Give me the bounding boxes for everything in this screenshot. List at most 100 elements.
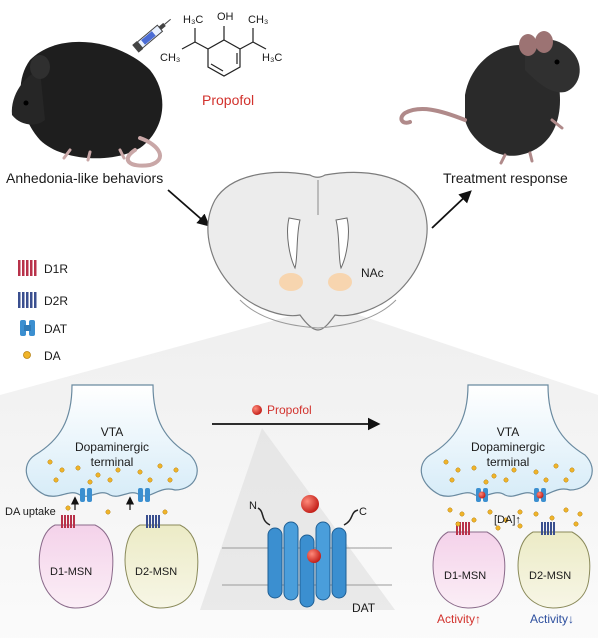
dopamine-dot (47, 459, 53, 465)
treatment-response-label: Treatment response (443, 170, 568, 186)
dat-transporter-icon (20, 320, 35, 336)
chem-h3c-a-label: CH₃ (160, 52, 181, 64)
left-terminal-line1: VTA (100, 425, 124, 439)
dopamine-dot (162, 509, 168, 515)
depressed-mouse (11, 41, 163, 168)
right-d2-msn-label: D2-MSN (529, 570, 572, 582)
d1-activity-up-icon: ↑ (475, 612, 482, 626)
dopamine-dot (115, 467, 121, 473)
dopamine-dot (563, 477, 569, 483)
left-dat-2 (138, 488, 150, 502)
arrow-to-brain (167, 189, 210, 227)
dopamine-dot (59, 467, 65, 473)
right-terminal-label: VTA Dopaminergic terminal (458, 425, 558, 470)
d1-activity-label: Activity↑ (437, 612, 481, 626)
d2-activity-down-icon: ↓ (568, 612, 575, 626)
dopamine-dot (549, 515, 555, 521)
nac-label: NAc (361, 266, 384, 280)
right-dat-1 (476, 488, 488, 502)
dopamine-dot (65, 505, 71, 511)
right-synapse (420, 384, 593, 609)
left-terminal-line3: terminal (90, 455, 134, 469)
left-dat-1 (80, 488, 92, 502)
chem-oh-label: OH (217, 11, 234, 23)
propofol-structure (181, 26, 267, 77)
dopamine-dot (491, 473, 497, 479)
dopamine-dot (543, 477, 549, 483)
chem-ch3-b-label: CH₃ (248, 14, 269, 26)
da-conc-up-arrow: ↑ (515, 514, 521, 526)
dopamine-dot-icon (23, 351, 31, 359)
left-d2-msn (124, 524, 199, 609)
dopamine-dot (449, 477, 455, 483)
brain-coronal-section (207, 171, 428, 331)
d2-activity-text: Activity (530, 612, 569, 626)
da-uptake-label: DA uptake (5, 506, 56, 518)
legend-d1r-label: D1R (44, 262, 69, 276)
dopamine-dot (517, 509, 523, 515)
left-d1-msn (38, 524, 114, 609)
dopamine-dot (569, 467, 575, 473)
left-synapse (25, 384, 199, 609)
nac-right (328, 273, 352, 291)
dopamine-dot (147, 477, 153, 483)
dat-n-terminal: N (249, 500, 257, 512)
chem-ch3-a-label: H₃C (183, 14, 204, 26)
propofol-arrow-label: Propofol (267, 403, 312, 417)
healthy-mouse (399, 31, 580, 165)
dopamine-dot (87, 479, 93, 485)
left-vta-terminal (25, 384, 198, 497)
dopamine-dot (471, 517, 477, 523)
dopamine-dot (483, 479, 489, 485)
dopamine-dot (503, 477, 509, 483)
dopamine-dot (517, 523, 523, 529)
dopamine-dot (533, 469, 539, 475)
dopamine-dot (553, 463, 559, 469)
legend-d2r-label: D2R (44, 294, 69, 308)
dopamine-dot (503, 517, 509, 523)
propofol-legend-ball (252, 405, 262, 415)
dopamine-dot (577, 511, 583, 517)
da-conc-text: [DA] (494, 514, 516, 526)
dopamine-dot (173, 467, 179, 473)
right-dat-2 (534, 488, 546, 502)
dopamine-dot (459, 511, 465, 517)
dopamine-dot (53, 477, 59, 483)
right-d2-msn (517, 531, 591, 609)
d2r-receptor-icon (18, 292, 37, 308)
left-d1-receptor (61, 515, 75, 528)
dopamine-dot (455, 521, 461, 527)
chem-h3c-b-label: H₃C (262, 52, 283, 64)
dat-c-terminal: C (359, 506, 367, 518)
d1r-receptor-icon (18, 260, 37, 276)
dopamine-dot (455, 467, 461, 473)
arrow-to-response (431, 190, 472, 229)
left-d2-msn-label: D2-MSN (135, 566, 178, 578)
legend-da-label: DA (44, 349, 61, 363)
d2-activity-label: Activity↓ (530, 612, 574, 626)
dopamine-dot (107, 477, 113, 483)
propofol-title: Propofol (202, 92, 255, 108)
da-concentration-label: [DA]↑ (494, 514, 521, 526)
dopamine-dot (105, 509, 111, 515)
dopamine-dots (47, 459, 583, 531)
d1-activity-text: Activity (437, 612, 476, 626)
left-d2-receptor (146, 515, 160, 528)
dopamine-dot (443, 459, 449, 465)
dopamine-dot (471, 465, 477, 471)
dopamine-dot (495, 525, 501, 531)
dopamine-dot (487, 509, 493, 515)
nac-left (279, 273, 303, 291)
dopamine-dot (563, 507, 569, 513)
syringe-icon (132, 18, 171, 53)
right-d1-receptor (456, 522, 470, 535)
dopamine-dot (167, 477, 173, 483)
right-d1-msn (432, 531, 506, 609)
dopamine-dot (157, 463, 163, 469)
right-vta-terminal (420, 384, 593, 497)
dopamine-dot (573, 521, 579, 527)
dopamine-dot (533, 511, 539, 517)
right-terminal-line1: VTA (496, 425, 520, 439)
